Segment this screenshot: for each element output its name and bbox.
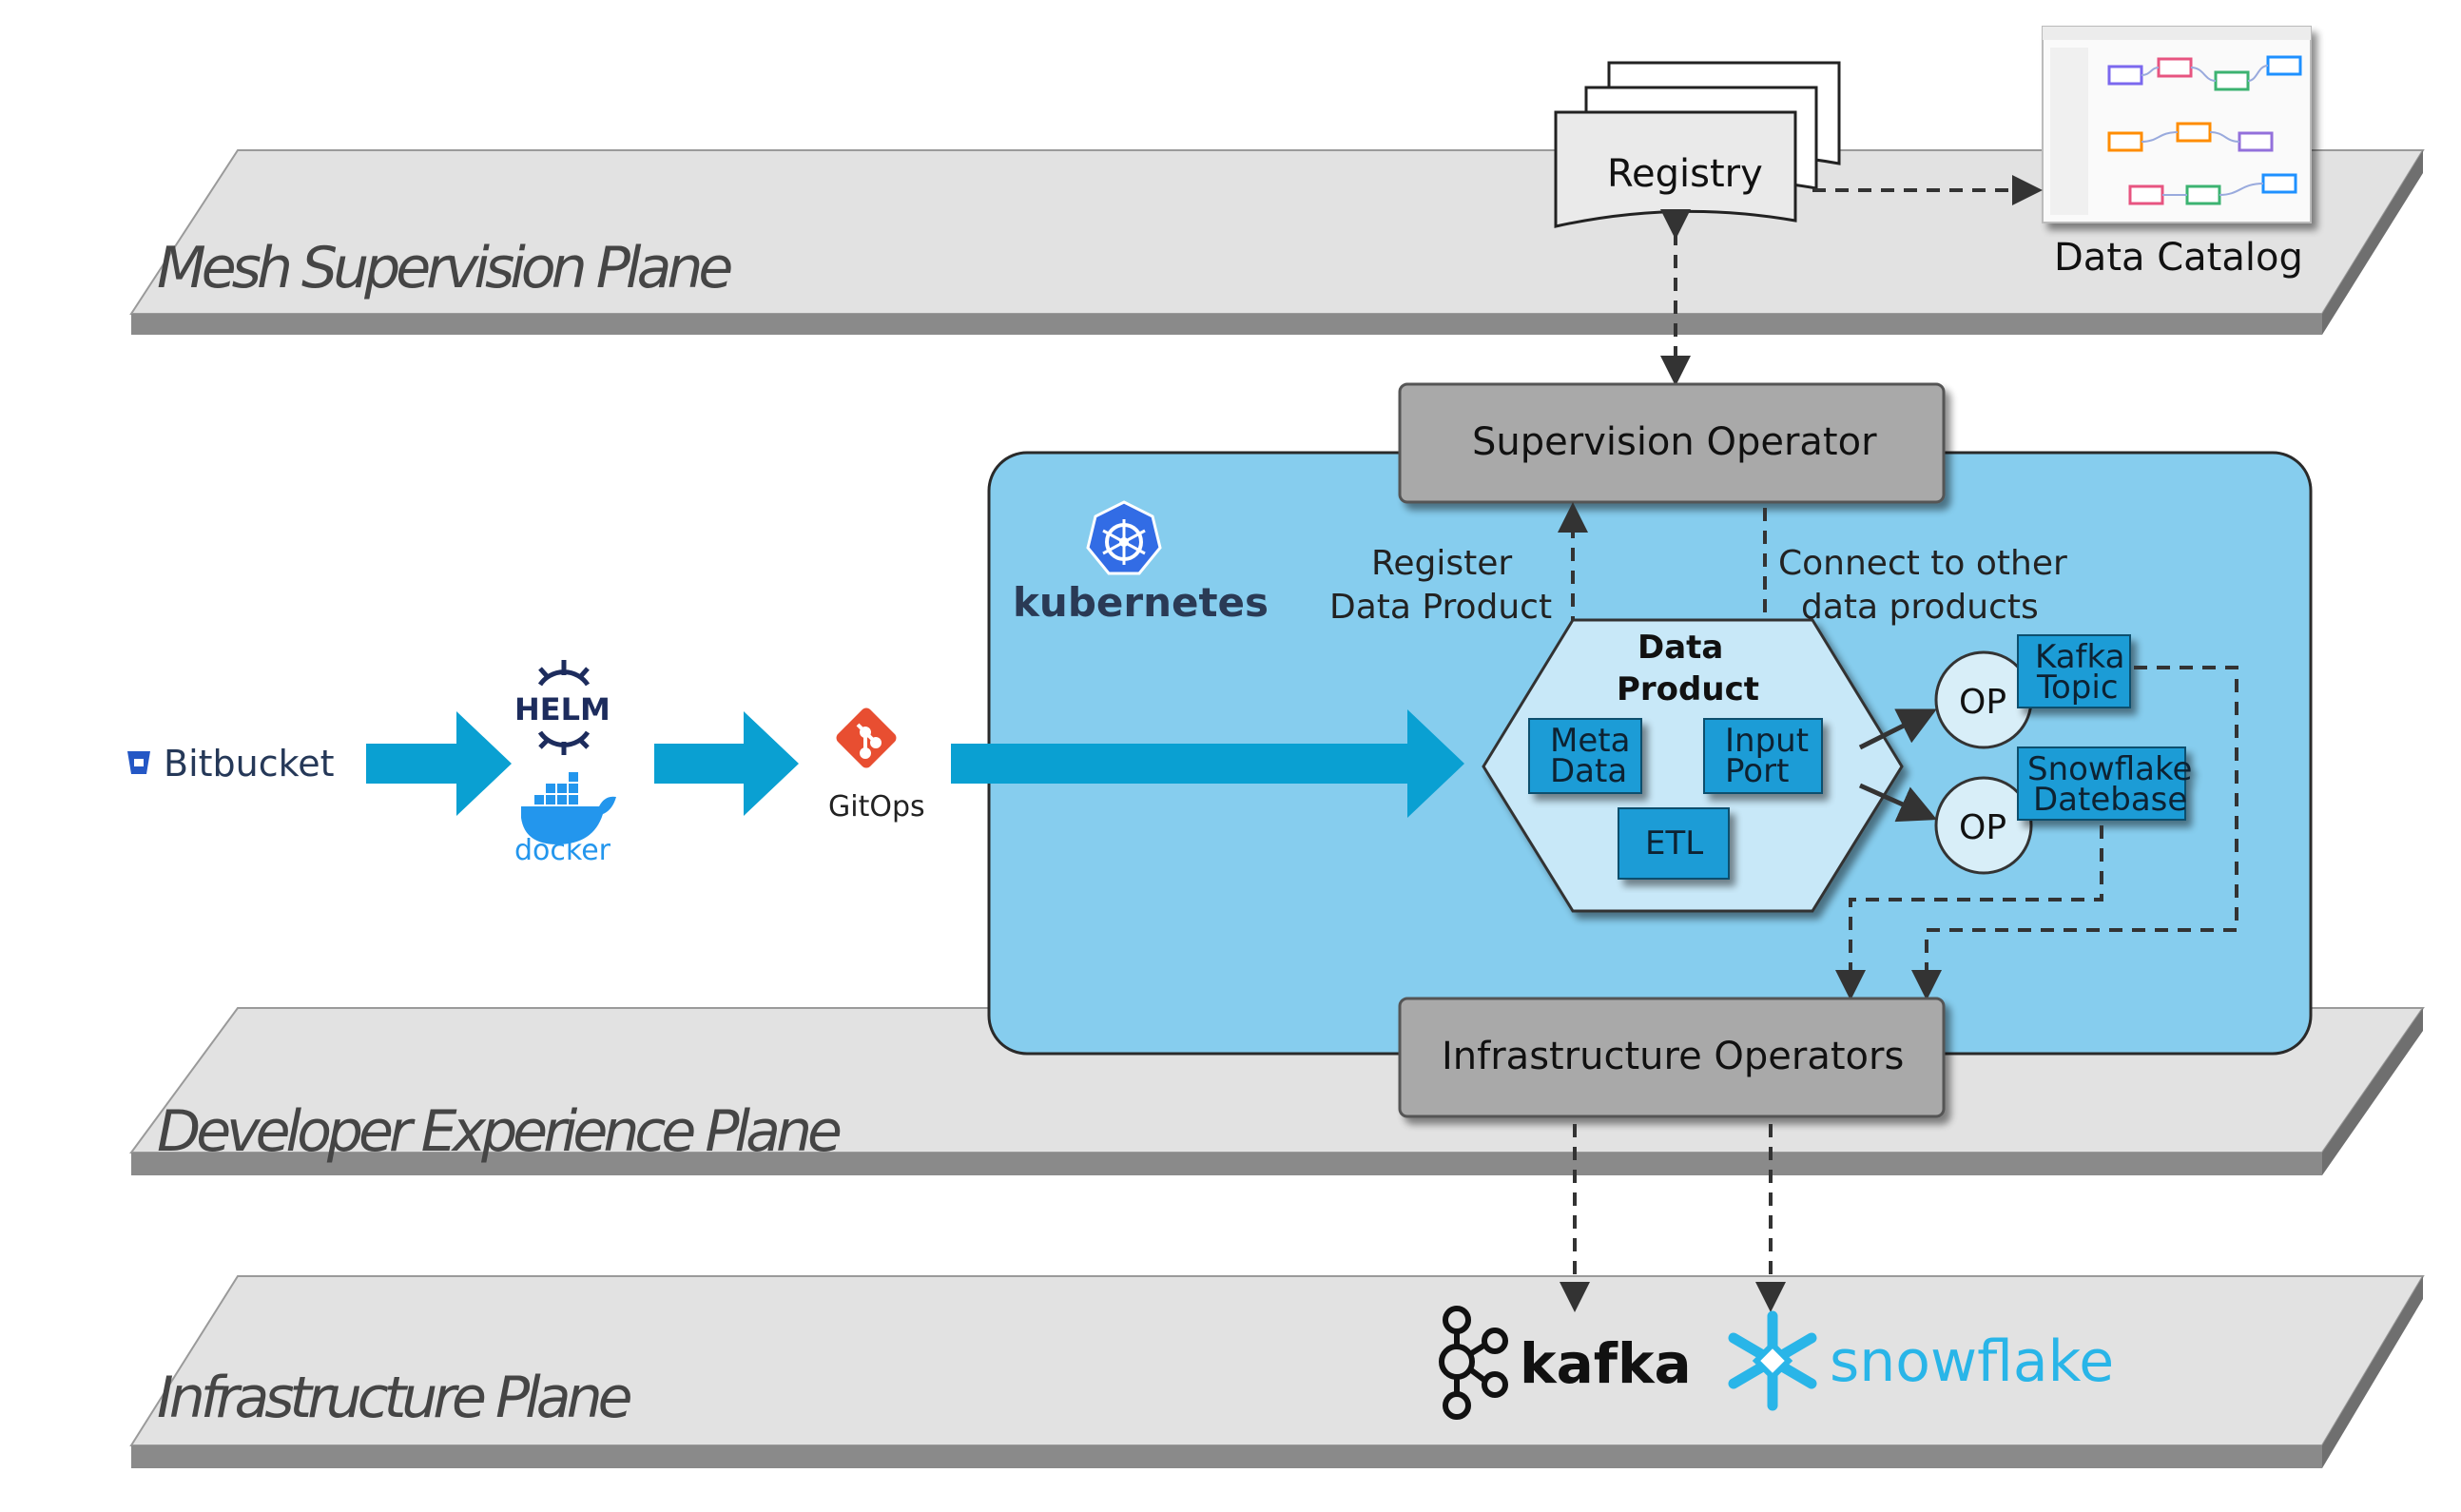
mesh-supervision-plane: Mesh Supervision Plane <box>129 149 2425 335</box>
meta-data-line-1: Meta <box>1550 722 1630 760</box>
docker-whale-icon <box>521 772 616 844</box>
infrastructure-plane: Infrastructure Plane <box>129 1275 2425 1468</box>
op-circle-kafka: OP <box>1934 650 2033 749</box>
mesh-plane-label: Mesh Supervision Plane <box>157 235 731 301</box>
snowflake-to-infra-arrow <box>1835 825 2103 1000</box>
op-circle-snowflake: OP <box>1934 776 2033 875</box>
registry-label: Registry <box>1607 152 1763 196</box>
infrastructure-operators: Infrastructure Operators <box>1398 997 1946 1118</box>
meta-data-tag: Meta Data <box>1528 718 1642 794</box>
connect-line-1: Connect to other <box>1778 544 2067 583</box>
snowflake-db-line-1: Snowflake <box>2027 750 2192 788</box>
data-product-line-1: Data <box>1637 629 1723 667</box>
infrastructure-plane-label: Infrastructure Plane <box>157 1365 631 1431</box>
connect-line-2: data products <box>1801 588 2039 627</box>
bitbucket-label: Bitbucket <box>164 743 335 785</box>
infrastructure-operators-label: Infrastructure Operators <box>1442 1035 1904 1078</box>
bitbucket-logo: Bitbucket <box>127 743 335 785</box>
product-to-op1-arrow <box>1858 708 1937 750</box>
kubernetes-label: kubernetes <box>1013 579 1269 626</box>
product-to-op2-arrow <box>1858 783 1938 823</box>
connect-data-products-label: Connect to other data products <box>1778 544 2067 627</box>
snowflake-db-tag: Snowflake Datebase <box>2017 746 2192 821</box>
input-port-tag: Input Port <box>1703 718 1823 794</box>
flow-arrow-1 <box>366 711 512 816</box>
meta-data-line-2: Data <box>1550 752 1627 790</box>
snowflake-logo: snowflake <box>1728 1310 2114 1411</box>
docker-label: docker <box>514 834 611 867</box>
data-product-hexagon: Data Product <box>1482 618 1904 913</box>
supervision-operator: Supervision Operator <box>1398 382 1946 504</box>
kafka-to-infra-arrow <box>1911 666 2238 1000</box>
op-label-2: OP <box>1959 808 2006 847</box>
data-product-line-2: Product <box>1617 670 1759 708</box>
kafka-icon <box>1439 1306 1508 1420</box>
register-line-2: Data Product <box>1329 588 1552 627</box>
kubernetes-logo: kubernetes <box>1013 500 1269 626</box>
data-catalog-screenshot: Data Catalog <box>2042 26 2312 280</box>
etl-tag: ETL <box>1618 807 1730 880</box>
registry-document-stack: Registry <box>1554 61 1841 228</box>
helm-label: HELM <box>514 691 610 727</box>
snowflake-db-line-2: Datebase <box>2033 781 2187 819</box>
kafka-topic-tag: Kafka Topic <box>2017 634 2131 708</box>
data-catalog-label: Data Catalog <box>2054 236 2303 280</box>
op-label-1: OP <box>1959 683 2006 722</box>
input-port-line-1: Input <box>1725 722 1809 760</box>
gitops-label: GitOps <box>828 790 925 824</box>
developer-plane-label: Developer Experience Plane <box>157 1098 841 1165</box>
flow-arrow-3 <box>951 709 1464 818</box>
kafka-topic-line-1: Kafka <box>2035 638 2124 676</box>
docker-logo: docker <box>514 772 616 867</box>
kafka-topic-line-2: Topic <box>2036 669 2119 707</box>
gitops-logo: GitOps <box>828 708 925 824</box>
kafka-logo: kafka <box>1439 1306 1692 1420</box>
flow-arrow-2 <box>654 711 799 816</box>
supervision-operator-label: Supervision Operator <box>1472 420 1877 464</box>
register-line-1: Register <box>1371 544 1512 583</box>
helm-wheel-icon <box>537 660 591 755</box>
kafka-label: kafka <box>1520 1331 1692 1396</box>
helm-logo: HELM <box>514 660 610 755</box>
input-port-line-2: Port <box>1725 752 1789 790</box>
register-data-product-label: Register Data Product <box>1329 544 1552 627</box>
snowflake-label: snowflake <box>1830 1328 2114 1395</box>
etl-label: ETL <box>1645 824 1703 863</box>
